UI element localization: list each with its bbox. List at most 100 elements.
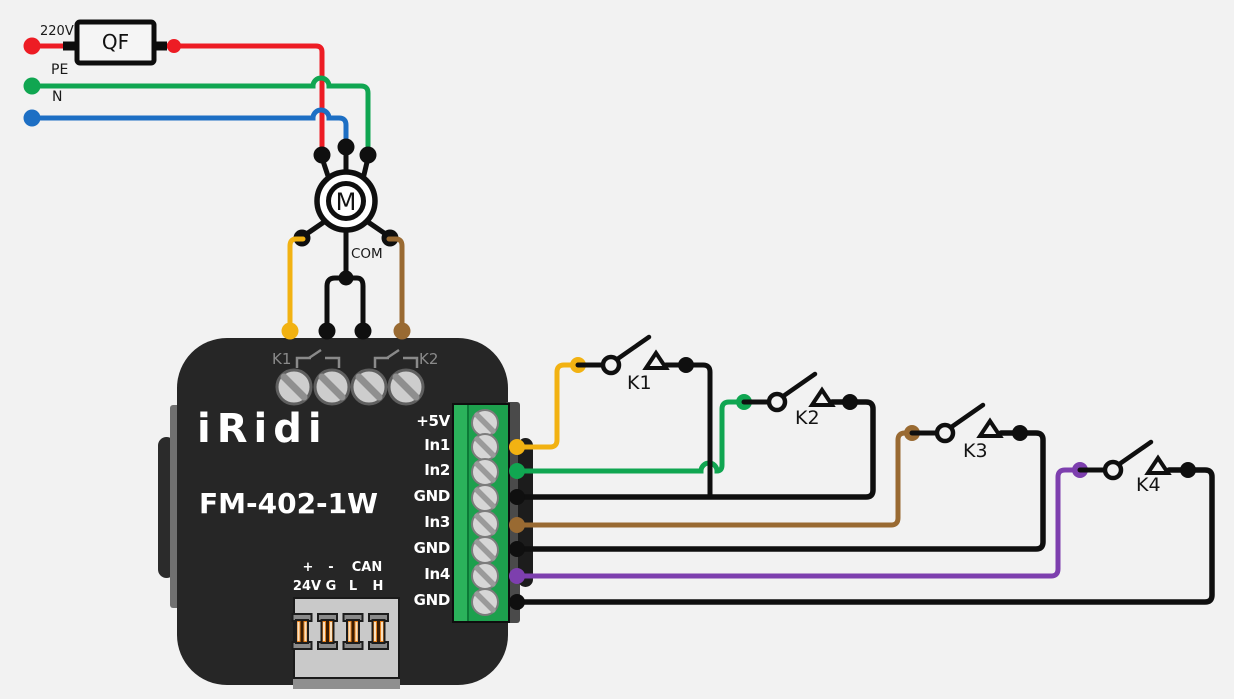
terminal-label-5v: +5V xyxy=(416,412,450,430)
switch-k1 xyxy=(575,334,713,500)
pe-label: PE xyxy=(51,62,69,78)
wire-pe xyxy=(29,75,371,153)
relay-contact-symbol-k1 xyxy=(295,348,341,368)
switch-node-dot xyxy=(1180,462,1196,478)
screw xyxy=(350,368,388,406)
v24-label: 24V xyxy=(292,579,322,594)
k2-entry-dot xyxy=(393,322,411,340)
clamp xyxy=(368,613,389,650)
screw xyxy=(471,409,499,437)
com-entry-dot xyxy=(354,322,372,340)
wire-in1 xyxy=(514,362,581,450)
screw xyxy=(471,458,499,486)
terminal-label-in2: In2 xyxy=(424,461,450,479)
k1-entry-dot xyxy=(281,322,299,340)
can-terminal-clamps xyxy=(291,613,389,650)
relay-terminal-screws xyxy=(275,368,425,406)
clamp xyxy=(291,613,313,650)
gnd-terminal-dot xyxy=(509,489,525,505)
switch-node-dot xyxy=(678,357,694,373)
switch-lever xyxy=(779,371,818,400)
clamp xyxy=(317,613,338,650)
screw xyxy=(471,510,499,538)
switch-k4-label: K4 xyxy=(1136,474,1161,496)
contact-marker xyxy=(1144,454,1172,475)
switch-pivot xyxy=(1102,459,1124,481)
wire-in3 xyxy=(514,430,915,528)
motor-label: M xyxy=(335,188,357,216)
plus-label: + xyxy=(302,560,314,575)
pe-source-dot xyxy=(23,77,41,95)
screw xyxy=(471,484,499,512)
terminal-label-gnd: GND xyxy=(413,487,451,505)
switch-k3-label: K3 xyxy=(963,440,988,462)
switch-k2-label: K2 xyxy=(795,407,820,429)
qf-box xyxy=(74,19,157,66)
com-entry-dot xyxy=(318,322,336,340)
terminal-label-gnd: GND xyxy=(413,539,451,557)
screw xyxy=(471,562,499,590)
neutral-label: N xyxy=(52,89,63,105)
in2-terminal-dot xyxy=(509,463,525,479)
screw xyxy=(471,536,499,564)
neutral-source-dot xyxy=(23,109,41,127)
breaker-qf xyxy=(63,19,167,66)
switch-node-dot xyxy=(842,394,858,410)
switch-pivot xyxy=(766,391,788,413)
switch-k2 xyxy=(741,371,858,413)
phase-voltage-label: 220V xyxy=(40,24,74,39)
breaker-label: QF xyxy=(101,30,130,54)
in3-terminal-dot xyxy=(509,517,525,533)
phase-source-dot xyxy=(23,37,41,55)
switch-k3 xyxy=(909,402,1028,444)
wire-in2 xyxy=(514,399,747,474)
phase-after-breaker-dot xyxy=(167,39,181,53)
contact-marker xyxy=(808,386,836,407)
switch-node-dot xyxy=(1012,425,1028,441)
terminal-label-in4: In4 xyxy=(424,565,450,583)
l-label: L xyxy=(348,579,358,594)
motor-terminal-dot xyxy=(359,146,377,164)
switch-lever xyxy=(1115,439,1154,468)
gnd-terminal-dot xyxy=(509,541,525,557)
motor-terminal-dot xyxy=(337,138,355,156)
screw xyxy=(387,368,425,406)
gnd-terminal-dot xyxy=(509,594,525,610)
minus-label: - xyxy=(328,560,334,575)
g-label: G xyxy=(325,579,337,594)
in4-terminal-dot xyxy=(509,568,525,584)
clamp xyxy=(342,613,364,650)
device-model: FM-402-1W xyxy=(199,487,379,520)
screw xyxy=(471,433,499,461)
switch-pivot xyxy=(600,354,622,376)
wire-k1-yellow xyxy=(287,236,306,333)
screw xyxy=(471,588,499,616)
wire-gnd-3 xyxy=(514,467,1215,605)
relay-k1-label: K1 xyxy=(272,350,292,368)
switch-k4 xyxy=(1077,439,1196,481)
terminal-label-in3: In3 xyxy=(424,513,450,531)
h-label: H xyxy=(372,579,384,594)
motor xyxy=(293,138,399,247)
contact-marker xyxy=(976,417,1004,438)
switch-k1-label: K1 xyxy=(627,372,652,394)
com-junction-dot xyxy=(338,270,354,286)
wire-gnd-2 xyxy=(514,430,1046,552)
com-label: COM xyxy=(351,246,383,262)
motor-inner-circle xyxy=(326,181,366,221)
can-terminal-block-base xyxy=(293,679,400,689)
relay-contact-symbol-k2 xyxy=(373,348,419,368)
brand-logo: iRidi xyxy=(197,406,328,452)
relay-k2-label: K2 xyxy=(419,350,439,368)
terminal-label-gnd: GND xyxy=(413,591,451,609)
terminal-block-edge xyxy=(454,405,469,621)
wire-in4 xyxy=(514,467,1083,579)
wire-k2-brown xyxy=(386,236,405,333)
switch-lever xyxy=(613,334,652,363)
wire-phase-red xyxy=(29,43,325,155)
motor-terminal-dot xyxy=(313,146,331,164)
contact-marker xyxy=(642,349,670,370)
wire-gnd-1 xyxy=(514,399,876,500)
